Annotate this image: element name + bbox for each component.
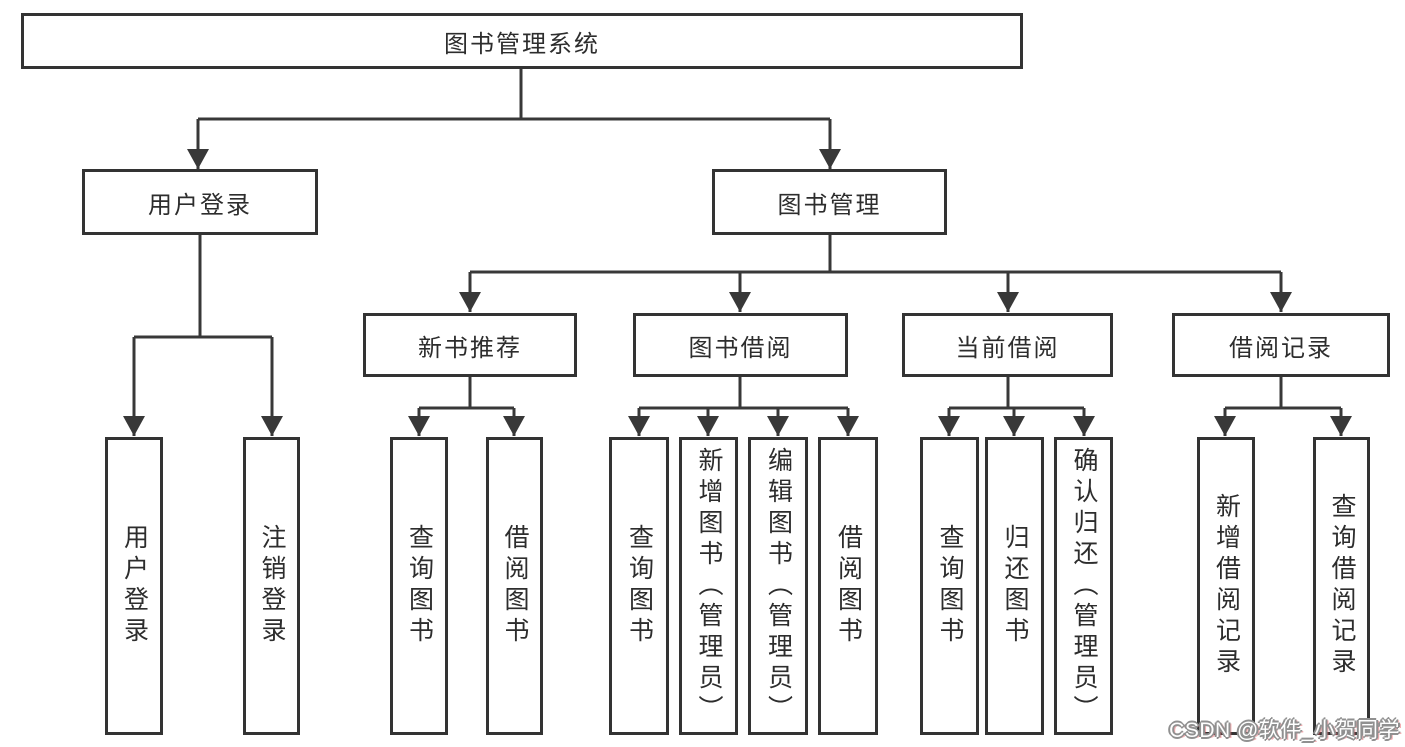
leaf-user-login: 用户登录 bbox=[105, 437, 163, 735]
node-book-borrow: 图书借阅 bbox=[633, 313, 848, 377]
node-current-borrow: 当前借阅 bbox=[902, 313, 1113, 377]
csdn-watermark: CSDN @软件_小贺同学 bbox=[1169, 719, 1400, 742]
leaf-add-borrow-record: 新增借阅记录 bbox=[1197, 437, 1255, 735]
leaf-logout: 注销登录 bbox=[243, 437, 300, 735]
leaf-query-books-recommend: 查询图书 bbox=[390, 437, 448, 735]
leaf-query-books-borrow: 查询图书 bbox=[609, 437, 669, 735]
node-borrow-records: 借阅记录 bbox=[1172, 313, 1390, 377]
leaf-edit-books-admin: 编辑图书（管理员） bbox=[748, 437, 808, 735]
leaf-return-books: 归还图书 bbox=[985, 437, 1044, 735]
leaf-confirm-return-admin: 确认归还（管理员） bbox=[1054, 437, 1113, 735]
leaf-query-borrow-record: 查询借阅记录 bbox=[1313, 437, 1370, 735]
leaf-add-books-admin: 新增图书（管理员） bbox=[679, 437, 738, 735]
node-book-management: 图书管理 bbox=[712, 169, 947, 235]
node-user-login: 用户登录 bbox=[82, 169, 318, 235]
node-root-system: 图书管理系统 bbox=[21, 13, 1023, 69]
leaf-query-books-current: 查询图书 bbox=[920, 437, 979, 735]
node-new-book-recommend: 新书推荐 bbox=[363, 313, 577, 377]
leaf-borrow-books: 借阅图书 bbox=[818, 437, 878, 735]
leaf-borrow-books-recommend: 借阅图书 bbox=[486, 437, 543, 735]
